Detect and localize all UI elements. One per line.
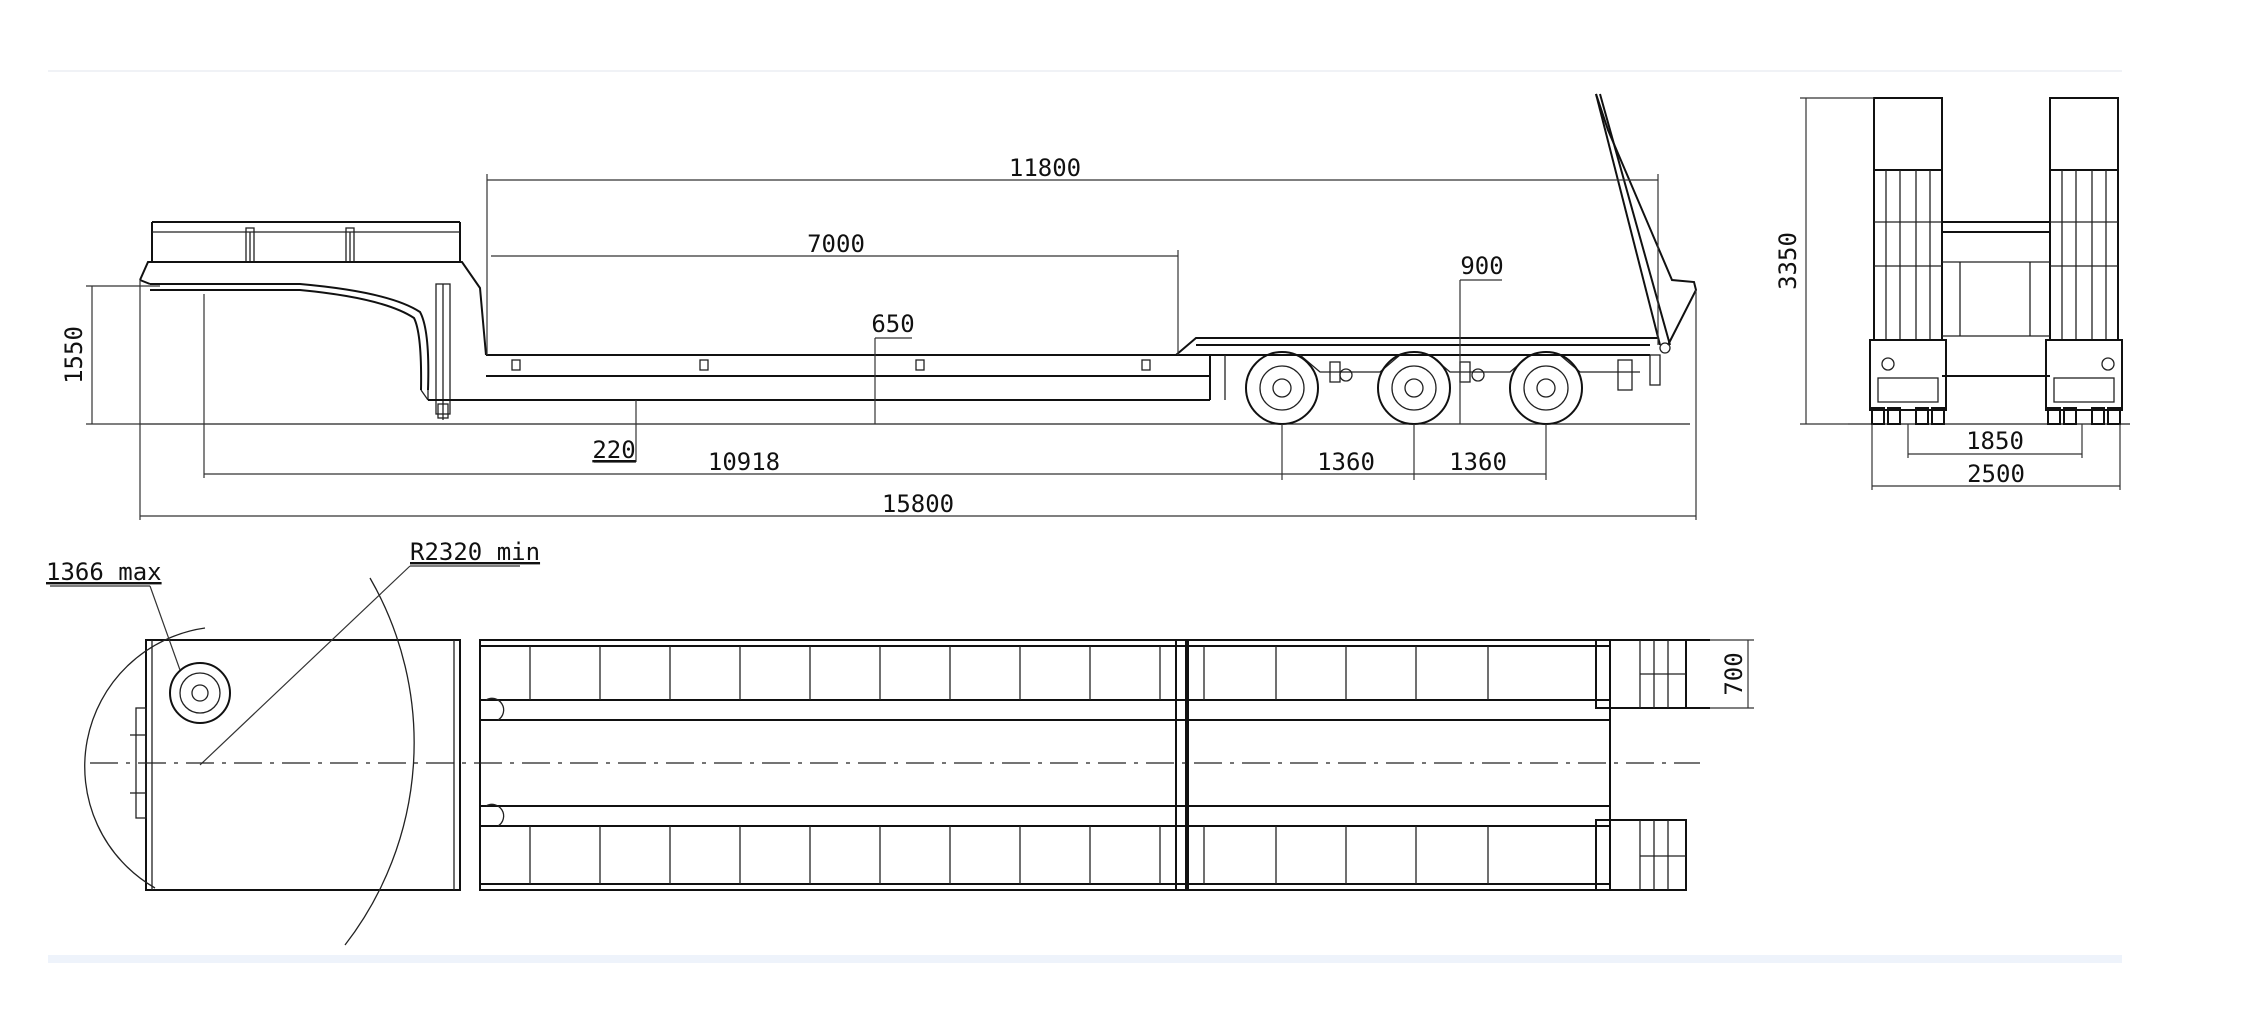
dim-well-length-label: 7000 xyxy=(807,230,865,258)
dim-track: 1850 xyxy=(1907,424,2083,458)
rear-view: 3350 1850 2500 xyxy=(1774,97,2130,490)
wheel-well-upper xyxy=(485,697,505,721)
ramps-top-view xyxy=(1595,639,1710,891)
dim-well-length: 7000 xyxy=(491,230,1179,355)
rear-deck xyxy=(1175,337,1661,400)
dim-well-height: 650 xyxy=(871,310,915,424)
dim-width-label: 2500 xyxy=(1967,460,2025,488)
dim-overall-deck: 11800 xyxy=(486,154,1659,355)
bottom-border-band xyxy=(48,955,2122,963)
dim-axle-spacing: 1360 1360 xyxy=(1281,424,1547,480)
dim-ground-clearance: 220 xyxy=(592,400,637,464)
dim-rear-deck-height: 900 xyxy=(1459,252,1504,424)
dim-turn-radius-label: R2320 min xyxy=(410,538,540,566)
swing-arc-front xyxy=(84,627,206,889)
well-deck xyxy=(486,354,1211,401)
dim-gooseneck-height: 1550 xyxy=(60,285,160,425)
dim-overall-length-label: 15800 xyxy=(882,490,954,518)
wheel-axle-2 xyxy=(1377,351,1451,425)
turn-radius-arc xyxy=(344,577,415,946)
dim-axle-spacing-1-label: 1360 xyxy=(1317,448,1375,476)
wheel-well-lower xyxy=(485,803,505,827)
dim-swing-radius-label: 1366 max xyxy=(46,558,162,586)
dim-axle-spacing-2-label: 1360 xyxy=(1449,448,1507,476)
dim-kingpin-to-axle-label: 10918 xyxy=(708,448,780,476)
cross-members xyxy=(529,646,1489,884)
dim-width: 2500 xyxy=(1871,424,2121,490)
dim-track-label: 1850 xyxy=(1966,427,2024,455)
dim-well-height-label: 650 xyxy=(871,310,914,338)
dim-rear-height-label: 3350 xyxy=(1774,232,1802,290)
dim-ground-clearance-label: 220 xyxy=(592,436,635,464)
gooseneck-body xyxy=(139,261,487,420)
side-view: 11800 7000 1550 650 220 xyxy=(60,93,1698,520)
dim-rear-deck-height-label: 900 xyxy=(1460,252,1503,280)
gooseneck-railing xyxy=(151,221,461,263)
dim-rear-height: 3350 xyxy=(1774,97,1874,425)
dim-gooseneck-height-label: 1550 xyxy=(60,326,88,384)
dim-overall-deck-label: 11800 xyxy=(1009,154,1081,182)
dim-kingpin-to-axle: 10918 xyxy=(203,294,1282,478)
dim-ramp-width: 700 xyxy=(1710,639,1754,709)
rear-ramp xyxy=(1595,93,1698,354)
deck-top-outline xyxy=(479,639,1611,891)
top-view: 1366 max R2320 min xyxy=(46,538,1754,946)
top-border-band xyxy=(48,70,2122,72)
wheel-axle-1 xyxy=(1245,351,1319,425)
dim-overall-length: 15800 xyxy=(139,280,1697,520)
spare-wheel-top xyxy=(169,662,231,724)
wheel-axle-3 xyxy=(1509,351,1583,425)
dim-ramp-width-label: 700 xyxy=(1720,652,1748,695)
